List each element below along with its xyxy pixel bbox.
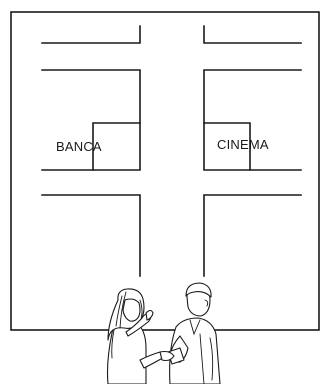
block-top-right xyxy=(203,25,302,44)
man-figure xyxy=(159,282,221,384)
block-bottom-left xyxy=(41,194,141,277)
block-bank-inner xyxy=(92,122,141,171)
block-bottom-right xyxy=(203,194,302,277)
block-top-left xyxy=(41,25,141,44)
block-cinema-inner xyxy=(203,122,251,171)
cinema-label: CINEMA xyxy=(217,137,269,152)
block-bank-outline xyxy=(41,69,141,171)
map-frame xyxy=(10,11,320,331)
woman-figure xyxy=(106,288,167,384)
block-cinema-outline xyxy=(203,69,302,171)
bank-label: BANCA xyxy=(56,139,102,154)
street-lines xyxy=(41,25,302,277)
